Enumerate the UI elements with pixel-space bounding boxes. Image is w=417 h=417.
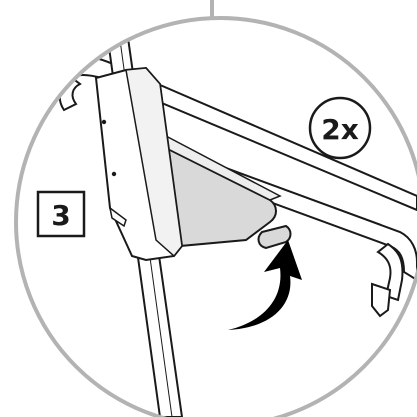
detail-view xyxy=(58,36,417,417)
screw-hole-bottom xyxy=(111,171,117,177)
curved-arrow-up-icon xyxy=(228,240,302,330)
repeat-badge: 2x xyxy=(308,96,372,160)
mounting-bracket xyxy=(148,138,277,248)
clamp-lip xyxy=(108,206,127,228)
frame-clip xyxy=(371,282,392,318)
repeat-count: 2x xyxy=(321,113,359,146)
screw-hole-top xyxy=(101,119,107,125)
release-lever xyxy=(257,224,292,250)
step-number: 3 xyxy=(51,199,70,232)
step-number-box: 3 xyxy=(36,190,86,238)
tube-clamp-face xyxy=(125,67,183,258)
detail-circle xyxy=(14,16,417,417)
